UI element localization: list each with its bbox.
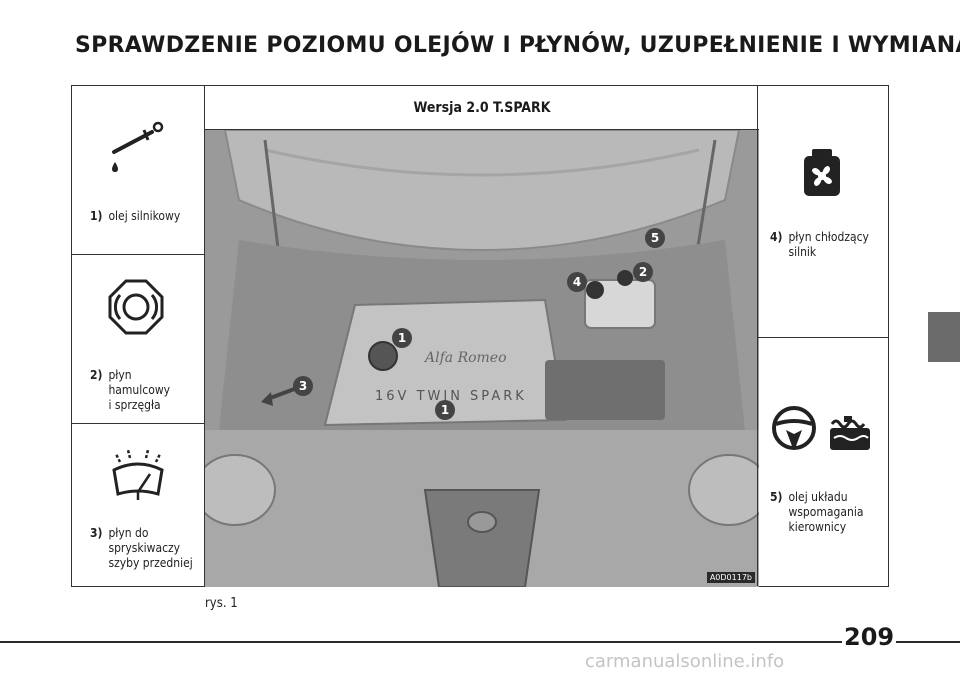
left-legend-column: 1) olej silnikowy 2) płyn hamulcowy i sprz… [72,86,205,586]
legend-label: płyn do spryskiwaczy szyby przedniej [108,526,193,570]
brake-icon [108,279,164,335]
svg-text:4: 4 [573,275,581,289]
legend-label: olej silnikowy [108,209,181,223]
legend-label: płyn hamulcowy i sprzęgła [108,368,171,412]
right-legend-column: 4) płyn chłodzący silnik 5) olej układu ws… [757,86,888,586]
windshield-washer-icon [112,449,164,500]
legend-label: olej układu wspomagania kierownicy [788,490,864,534]
svg-text:3: 3 [299,379,307,393]
page-number: 209 [842,623,897,651]
footer-rule [0,641,960,643]
svg-text:5: 5 [651,231,659,245]
legend-number: 4) [770,230,783,244]
legend-number: 2) [90,368,103,382]
marker-5: 5 [645,228,665,248]
legend-number: 3) [90,526,103,540]
legend-item-brake: 2) płyn hamulcowy i sprzęgła [72,255,204,424]
legend-label: płyn chłodzący silnik [788,230,869,259]
page-title: SPRAWDZENIE POZIOMU OLEJÓW I PŁYNÓW, UZU… [75,33,960,58]
legend-number: 5) [770,490,783,504]
marker-1b: 1 [435,400,455,420]
coolant-icon [804,149,840,196]
oil-can-icon [112,121,164,172]
marker-1a: 1 [392,328,412,348]
engine-photo: Alfa Romeo 16V TWIN SPARK 1 [205,130,759,587]
figure-caption: rys. 1 [205,596,238,611]
version-label: Wersja 2.0 T.SPARK [205,86,759,130]
engine-cover-text: 16V TWIN SPARK [375,389,527,404]
engine-brand-script: Alfa Romeo [423,350,507,366]
svg-text:1: 1 [398,331,406,345]
svg-text:2: 2 [639,265,647,279]
legend-item-washer: 3) płyn do spryskiwaczy szyby przedniej [72,424,204,588]
marker-3: 3 [293,376,313,396]
marker-2: 2 [633,262,653,282]
power-steering-icon [772,406,870,450]
legend-item-oil: 1) olej silnikowy [72,86,204,255]
photo-code: A0D0117b [706,572,755,583]
svg-text:1: 1 [441,403,449,417]
watermark: carmanualsonline.info [585,651,785,672]
legend-item-coolant: 4) płyn chłodzący silnik [758,86,888,338]
legend-item-power-steering: 5) olej układu wspomagania kierownicy [758,338,888,588]
section-tab [928,312,960,362]
marker-4: 4 [567,272,587,292]
legend-number: 1) [90,209,103,223]
figure-center: Wersja 2.0 T.SPARK Alfa Romeo 16V TWIN S… [205,86,759,587]
figure-frame: 1) olej silnikowy 2) płyn hamulcowy i sprz… [71,85,889,587]
